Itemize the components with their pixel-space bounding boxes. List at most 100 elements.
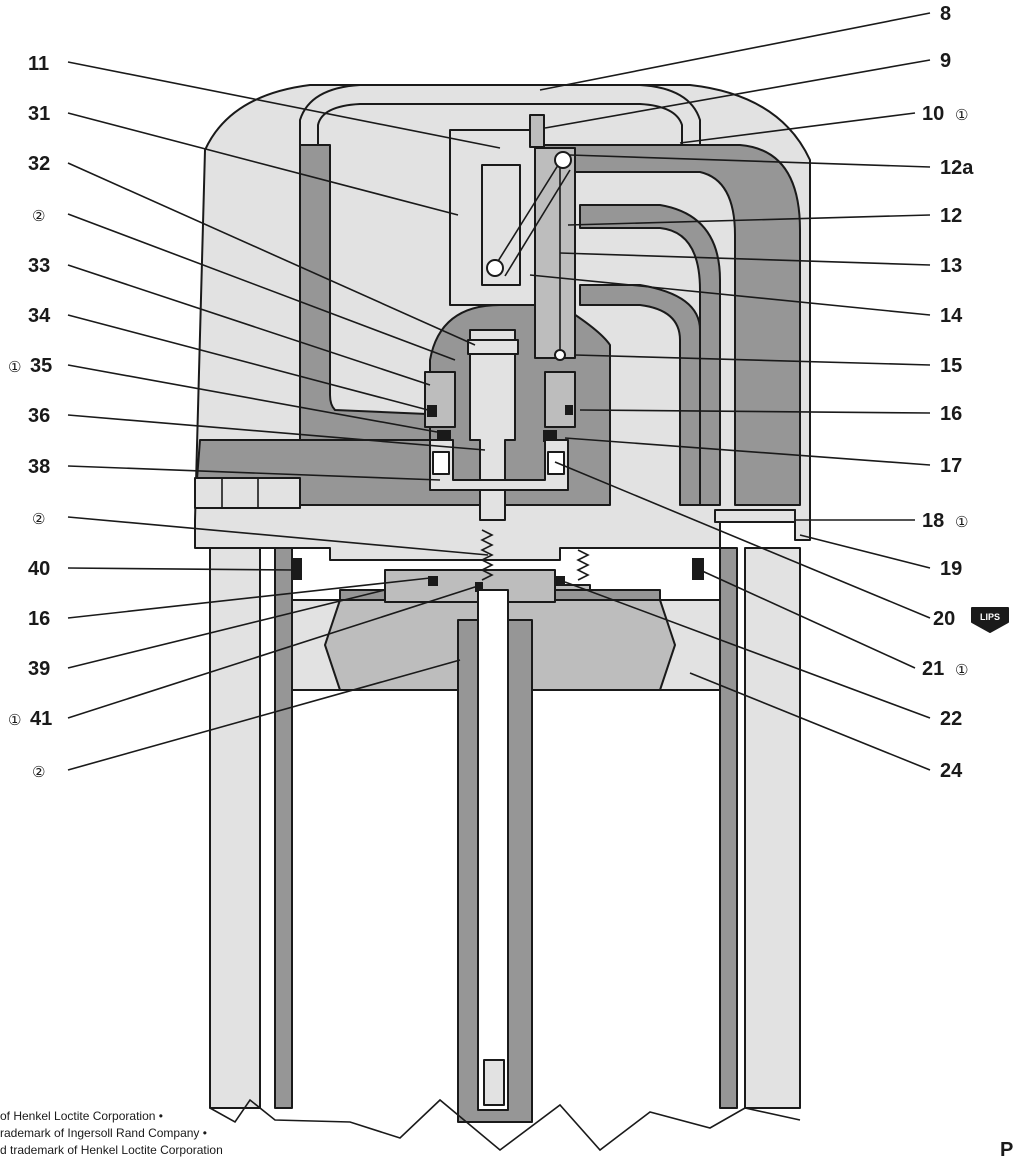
stud-thread [576,549,590,581]
right-passage [579,204,721,506]
seal-22 [555,576,565,586]
right-cylinder-wall [744,547,801,1109]
piston-rod-thread [480,529,494,581]
outlet-band [714,509,796,523]
pivot-pin-bottom [486,259,504,277]
leader-m2a [67,213,456,361]
right-bushing [544,371,576,428]
callout-32: 32 [28,153,50,175]
leader-14 [529,274,931,316]
left-inner-tube [274,547,293,1109]
u-cup-left [432,451,450,475]
pivot-pin-lower [554,349,566,361]
callout-16l: 16 [28,608,50,630]
right-passage-lower [579,284,701,506]
callout-41: 41 [30,708,52,730]
callout-20: 20 [933,608,955,630]
callout-11: 11 [28,53,49,75]
top-plate [484,144,801,506]
callout-18: 18 [922,510,944,532]
callout-36: 36 [28,405,50,427]
pump-rod [477,589,509,1111]
left-bushing [424,371,456,428]
callout-12a: 12a [940,157,974,179]
piston-nut [384,569,556,603]
right-inner-tube [719,547,738,1109]
callout-mark-2c: ② [32,763,45,781]
leader-13 [559,252,931,266]
leader-12a [569,154,931,168]
callout-35: 35 [30,355,52,377]
callout-21: 21 [922,658,944,680]
top-stud [529,114,545,148]
callout-22: 22 [940,708,962,730]
leader-m2b [67,516,489,556]
left-cylinder-wall [209,547,261,1109]
callout-9: 9 [940,50,951,72]
leader-32 [67,162,476,346]
callout-31: 31 [28,103,50,125]
lips-badge-label: LIPS [980,612,1000,622]
callout-14: 14 [940,305,963,327]
leader-19 [799,534,931,569]
leader-39 [67,589,386,669]
leader-31 [67,112,459,216]
seal-16r [565,405,573,415]
seal-41 [475,582,483,592]
lips-badge: LIPS [971,607,1009,633]
callout-33: 33 [28,255,50,277]
callout-mark-2b: ② [32,510,45,528]
leader-10 [679,112,916,144]
leader-m2c [67,659,461,771]
leader-8 [539,12,931,91]
callout-24: 24 [940,760,963,782]
callout-39: 39 [28,658,50,680]
footnote-1: of Henkel Loctite Corporation • [0,1109,163,1123]
piston-rod-upper [469,329,516,521]
callout-40: 40 [28,558,50,580]
seal-35 [427,405,437,417]
callout-8: 8 [940,3,951,25]
callout-labels-right: 8 9 10 ① 12a 12 13 14 15 16 17 18 ① 19 2… [922,3,974,782]
rod-end [483,1059,505,1106]
leader-lines [67,12,931,771]
leader-36 [67,414,486,451]
footnote-3: d trademark of Henkel Loctite Corporatio… [0,1143,223,1157]
leader-21 [699,569,916,669]
footnote-2: rademark of Ingersoll Rand Company • [0,1126,207,1140]
callout-15: 15 [940,355,962,377]
leader-35 [67,364,438,433]
seal-16l [428,576,438,586]
pump-cross-section [194,84,811,1152]
leader-16l [67,577,431,619]
seal-21 [692,558,704,580]
callout-10-mark: ① [955,106,968,124]
callout-mark-2a: ② [32,207,45,225]
leader-16r [579,409,931,414]
callout-18-mark: ① [955,513,968,531]
callout-41-mark: ① [8,711,21,729]
lips-badge-shape [971,607,1009,633]
callout-labels-left: 11 31 32 ② 33 34 ① 35 36 38 ② 40 16 39 ①… [8,53,52,781]
callout-12: 12 [940,205,962,227]
leader-22 [564,581,931,719]
toggle-arm-1 [494,161,561,267]
leader-34 [67,314,429,411]
leader-33 [67,264,431,386]
pivot-pin-top [554,151,572,169]
toggle-arm-2 [504,169,571,277]
callout-38: 38 [28,456,50,478]
break-line [209,1098,801,1152]
lower-bore-housing [429,439,569,491]
leader-24 [689,672,931,771]
callout-34: 34 [28,305,51,327]
rod-collar [467,339,519,355]
callout-21-mark: ① [955,661,968,679]
callout-35-mark: ① [8,358,21,376]
leader-38 [67,465,441,481]
leader-9 [544,59,931,129]
callout-19: 19 [940,558,962,580]
leader-17 [564,437,931,466]
callout-13: 13 [940,255,962,277]
